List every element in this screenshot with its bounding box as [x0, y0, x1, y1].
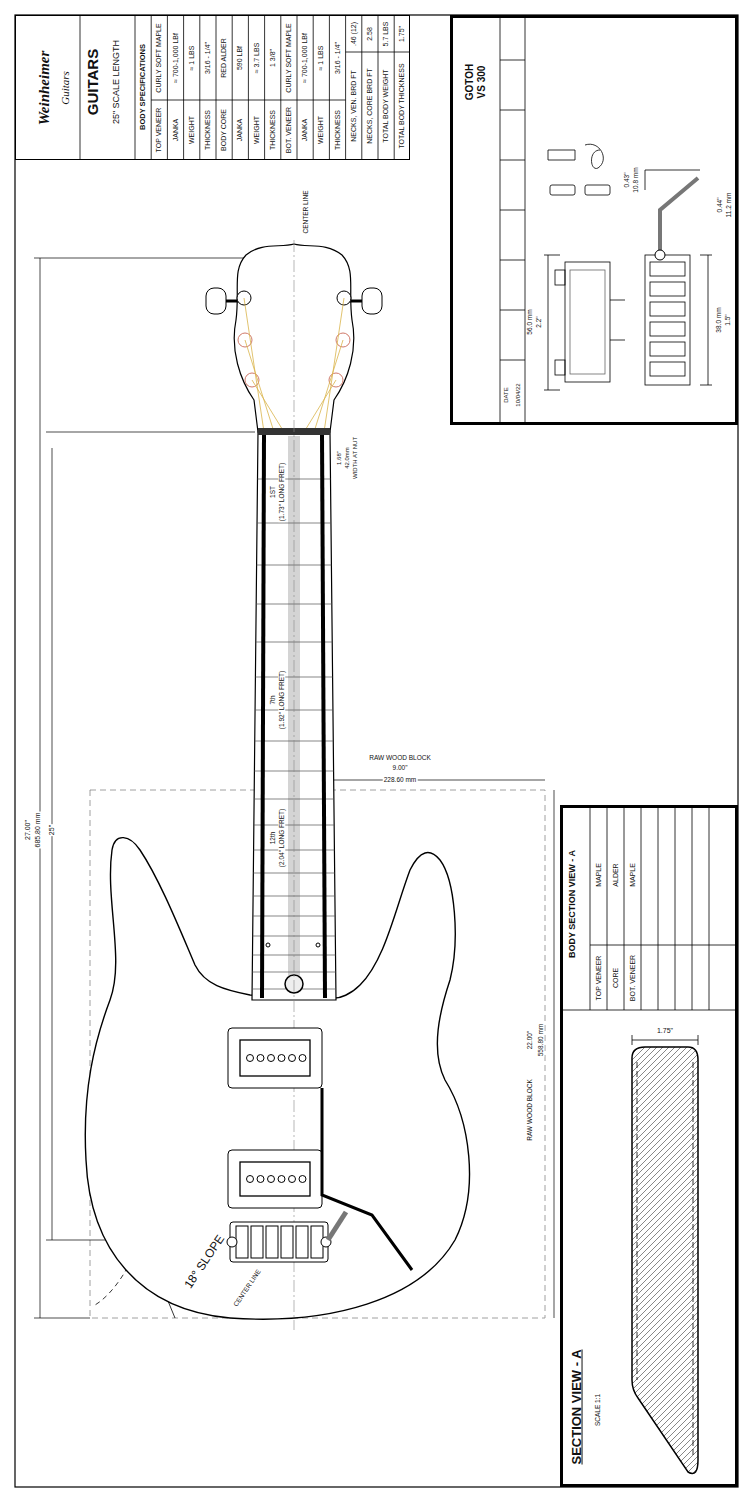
dimension-label: ≈ 1 LBS: [317, 45, 325, 70]
dimension-label: ALDER: [611, 863, 619, 886]
dimension-label: 1.75": [398, 25, 406, 41]
dimension-label: CURLY SOFT MAPLE: [155, 23, 163, 92]
dimension-label: 3/16 - 1/4": [333, 41, 341, 73]
dimension-label: ≈ 700-1,000 LBf: [171, 33, 179, 83]
dimension-label: 558.80 mm: [537, 1023, 544, 1058]
dimension-label: RAW WOOD BLOCK: [369, 754, 431, 761]
dimension-label: 0.43": [623, 173, 630, 188]
dimension-label: 7th: [269, 694, 276, 705]
dimension-label: Weinheimer: [36, 51, 53, 126]
dimension-label: 5.7 LBS: [382, 21, 390, 46]
panel-title: GUITARS: [84, 49, 101, 115]
dimension-label: (1.73" LONG FRET): [278, 462, 285, 522]
dimension-label: 228.60 mm: [383, 776, 418, 783]
dimension-label: 1.75": [657, 1027, 673, 1035]
dimension-label: THICKNESS: [204, 110, 212, 150]
dimension-label: ≈ 1 LBS: [188, 45, 196, 70]
dimension-label: CENTER LINE: [302, 191, 309, 234]
dimension-label: 9.00": [393, 764, 408, 771]
dimension-label: BOT. VENEER: [628, 955, 636, 1001]
dimension-label: 56.0 mm: [526, 309, 533, 334]
dimension-label: CURLY SOFT MAPLE: [285, 23, 293, 92]
panel-title: BODY SECTION VIEW - A: [567, 850, 577, 958]
dimension-label: WIDTH AT NUT: [352, 437, 359, 479]
panel-title: SECTION VIEW - A: [570, 1349, 585, 1464]
dimension-label: 22.00": [526, 1031, 533, 1050]
dimension-label: NECKS, CORE BRD FT: [366, 68, 374, 143]
dimension-label: BODY SPECIFICATIONS: [139, 44, 148, 130]
dimension-label: 11.2 mm: [725, 193, 732, 218]
dimension-label: WEIGHT: [317, 116, 325, 144]
panel-title: 25" SCALE LENGTH: [111, 40, 121, 124]
dimension-label: .46 (12): [350, 21, 358, 45]
dimension-label: TOTAL BODY THICKNESS: [398, 63, 406, 148]
dimension-label: RED ALDER: [220, 38, 228, 78]
dimension-label: 2.58: [366, 27, 374, 41]
dimension-label: MAPLE: [628, 863, 636, 887]
dimension-label: 3/16 - 1/4": [204, 41, 212, 73]
dimension-label: JANKA: [171, 119, 179, 142]
dimension-label: THICKNESS: [333, 110, 341, 150]
dimension-label: TOP VENEER: [155, 108, 163, 153]
dimension-label: 590 LBf: [236, 45, 244, 69]
panel-box: GOTOH VS 300: [450, 15, 738, 425]
dimension-label: NECKS, VEN. BRD FT: [350, 70, 358, 142]
dimension-label: 27.00": [24, 819, 32, 841]
dimension-label: 1.68": [336, 451, 343, 465]
dimension-label: TOTAL BODY WEIGHT: [382, 69, 390, 142]
dimension-label: ≈ 3.7 LBS: [252, 42, 260, 73]
dimension-label: 1 3/8": [269, 48, 277, 66]
dimension-label: DATE: [503, 387, 510, 403]
dimension-label: 1.5": [724, 314, 731, 325]
dimension-label: WEIGHT: [252, 116, 260, 144]
dimension-label: BOT. VENEER: [285, 107, 293, 153]
dimension-label: THICKNESS: [269, 110, 277, 150]
dimension-label: BODY CORE: [220, 109, 228, 151]
dimension-label: 10/04/22: [515, 383, 522, 406]
panel-box: BODY SECTION VIEW - A SECTION VIEW - A: [560, 805, 738, 1487]
dimension-label: 38.0 mm: [715, 307, 722, 332]
dimension-label: 12th: [269, 831, 276, 846]
dimension-label: 2.2": [535, 316, 542, 327]
dimension-label: 42.0mm: [344, 447, 351, 469]
dimension-label: (2.04" LONG FRET): [278, 808, 285, 868]
dimension-label: RAW WOOD BLOCK: [526, 1079, 533, 1141]
dimension-label: ≈ 700-1,000 LBf: [301, 33, 309, 83]
dimension-label: 685.80 mm: [34, 811, 42, 848]
dimension-label: MAPLE: [594, 863, 602, 887]
dimension-label: WEIGHT: [188, 116, 196, 144]
dimension-label: JANKA: [236, 119, 244, 142]
dimension-label: (1.92" LONG FRET): [278, 670, 285, 730]
dimension-label: CORE: [611, 968, 619, 988]
dimension-label: SCALE 1:1: [594, 1394, 601, 1426]
panel-title: GOTOH VS 300: [464, 60, 487, 104]
dimension-label: 0.44": [716, 198, 723, 213]
dimension-label: 10.8 mm: [632, 167, 639, 192]
dimension-label: Guitars: [59, 71, 72, 105]
dimension-label: 25": [48, 824, 56, 836]
dimension-label: JANKA: [301, 119, 309, 142]
dimension-label: TOP VENEER: [594, 956, 602, 1001]
dimension-label: 1ST: [269, 485, 276, 499]
